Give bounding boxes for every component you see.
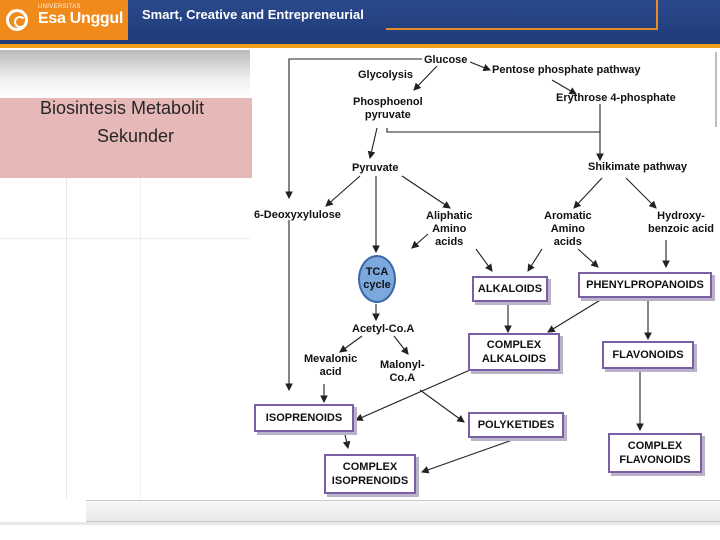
tca-cycle-node: TCA cycle bbox=[358, 255, 396, 303]
complex-isoprenoids-line2: ISOPRENOIDS bbox=[331, 475, 409, 487]
footer-accent bbox=[0, 522, 720, 525]
complex-flavonoids-box: COMPLEX FLAVONOIDS bbox=[608, 433, 702, 473]
glucose-label: Glucose bbox=[424, 54, 468, 66]
phosphoenol-line2: pyruvate bbox=[364, 109, 411, 121]
header-bar: UNIVERSITAS Esa Unggul Smart, Creative a… bbox=[0, 0, 720, 44]
tca-line1: TCA bbox=[365, 266, 389, 278]
polyketides-box: POLYKETIDES bbox=[468, 412, 564, 438]
hydroxy-line1: Hydroxy- bbox=[657, 210, 705, 222]
logo-emblem-icon bbox=[6, 9, 28, 31]
aliphatic-line2: Amino bbox=[432, 223, 467, 235]
logo-small-text: UNIVERSITAS bbox=[38, 4, 81, 10]
hydroxy-line2: benzoic acid bbox=[648, 223, 715, 235]
header-frame-decoration bbox=[386, 0, 658, 30]
aromatic-line3: acids bbox=[553, 236, 582, 248]
acetyl-coa-label: Acetyl-Co.A bbox=[352, 323, 415, 335]
tca-line2: cycle bbox=[363, 279, 391, 291]
aromatic-line1: Aromatic bbox=[544, 210, 592, 222]
complex-flavonoids-line1: COMPLEX bbox=[627, 440, 683, 452]
phenylpropanoids-box: PHENYLPROPANOIDS bbox=[578, 272, 712, 298]
malonyl-label: Malonyl- Co.A bbox=[380, 359, 425, 385]
footer-bar bbox=[86, 500, 720, 522]
slide-title-line1: Biosintesis Metabolit bbox=[40, 98, 205, 118]
slide-title-box: Biosintesis Metabolit Sekunder bbox=[0, 98, 252, 178]
slide-title-line2: Sekunder bbox=[97, 126, 175, 146]
complex-alkaloids-box: COMPLEX ALKALOIDS bbox=[468, 333, 560, 371]
flavonoids-box: FLAVONOIDS bbox=[602, 341, 694, 369]
phosphoenol-label: Phosphoenol pyruvate bbox=[353, 96, 423, 122]
aromatic-line2: Amino bbox=[550, 223, 585, 235]
header-accent-strip bbox=[0, 44, 720, 48]
logo: UNIVERSITAS Esa Unggul bbox=[0, 0, 128, 40]
aromatic-label: Aromatic Amino acids bbox=[544, 210, 592, 249]
complex-isoprenoids-line1: COMPLEX bbox=[342, 461, 398, 473]
aliphatic-line3: acids bbox=[435, 236, 464, 248]
diagram-arrows bbox=[285, 52, 717, 474]
malonyl-line2: Co.A bbox=[389, 372, 416, 384]
mevalonic-line1: Mevalonic bbox=[304, 353, 358, 365]
shikimate-label: Shikimate pathway bbox=[588, 161, 688, 173]
mevalonic-label: Mevalonic acid bbox=[304, 353, 357, 379]
mevalonic-line2: acid bbox=[319, 366, 342, 378]
background-gradient bbox=[0, 50, 250, 98]
tagline: Smart, Creative and Entrepreneurial bbox=[142, 7, 364, 22]
background-line bbox=[140, 178, 141, 498]
pentose-label: Pentose phosphate pathway bbox=[492, 64, 641, 76]
hydroxybenzoic-label: Hydroxy- benzoic acid bbox=[648, 210, 714, 236]
pyruvate-label: Pyruvate bbox=[352, 162, 399, 174]
logo-name: Esa Unggul bbox=[38, 10, 124, 27]
aliphatic-label: Aliphatic Amino acids bbox=[426, 210, 472, 249]
complex-alkaloids-line2: ALKALOIDS bbox=[481, 353, 547, 365]
biosynthesis-diagram: Glucose Glycolysis Pentose phosphate pat… bbox=[252, 52, 720, 498]
erythrose-label: Erythrose 4-phosphate bbox=[556, 92, 676, 104]
complex-flavonoids-line2: FLAVONOIDS bbox=[619, 454, 691, 466]
complex-alkaloids-line1: COMPLEX bbox=[486, 339, 542, 351]
deoxyxylulose-label: 6-Deoxyxylulose bbox=[254, 209, 341, 221]
phosphoenol-line1: Phosphoenol bbox=[353, 96, 423, 108]
background-line bbox=[66, 178, 67, 498]
background-line bbox=[0, 238, 250, 239]
glycolysis-label: Glycolysis bbox=[358, 69, 414, 81]
alkaloids-box: ALKALOIDS bbox=[472, 276, 548, 302]
isoprenoids-box: ISOPRENOIDS bbox=[254, 404, 354, 432]
malonyl-line1: Malonyl- bbox=[380, 359, 425, 371]
aliphatic-line1: Aliphatic bbox=[426, 210, 473, 222]
complex-isoprenoids-box: COMPLEX ISOPRENOIDS bbox=[324, 454, 416, 494]
